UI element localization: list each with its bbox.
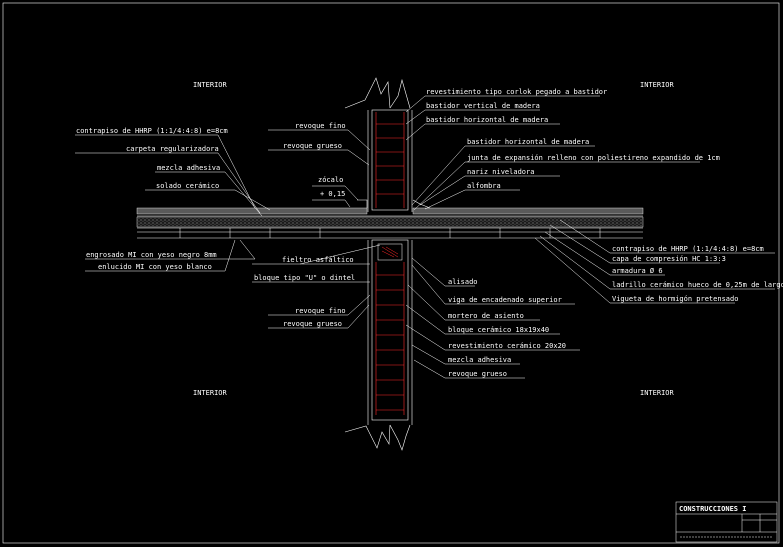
floor-slab (136, 199, 644, 239)
label-bastidor-horizontal-2: bastidor horizontal de madera (467, 138, 589, 146)
label-revestimiento-ceramico: revestimiento cerámico 20x20 (448, 342, 566, 350)
label-ladrillo: ladrillo cerámico hueco de 0,25m de larg… (612, 281, 783, 289)
room-label-bottom-right: INTERIOR (640, 389, 675, 397)
room-label-top-right: INTERIOR (640, 81, 675, 89)
label-revoque-fino-bot: revoque fino (295, 307, 346, 315)
lower-wall (344, 239, 413, 451)
label-bastidor-vertical: bastidor vertical de madera (426, 102, 540, 110)
label-bastidor-horizontal-1: bastidor horizontal de madera (426, 116, 548, 124)
upper-wall (344, 77, 413, 212)
label-fieltro: fieltro asfáltico (282, 256, 354, 264)
label-vigueta: Vigueta de hormigón pretensado (612, 295, 738, 303)
label-revoque-fino-top: revoque fino (295, 122, 346, 130)
room-label-bottom-left: INTERIOR (193, 389, 228, 397)
label-bloque-u: bloque tipo "U" o dintel (254, 274, 355, 282)
label-mezcla-bot: mezcla adhesiva (448, 356, 511, 364)
label-revestimiento-corlok: revestimiento tipo corlok pegado a basti… (426, 88, 607, 96)
label-alfombra: alfombra (467, 182, 501, 190)
label-alisado: alisado (448, 278, 478, 286)
label-mortero: mortero de asiento (448, 312, 524, 320)
title-block-course: CONSTRUCCIONES I (679, 505, 746, 513)
leader-lines (75, 95, 775, 379)
label-junta: junta de expansión relleno con poliestir… (467, 154, 720, 162)
label-viga: viga de encadenado superior (448, 296, 562, 304)
label-nariz: nariz niveladora (467, 168, 534, 176)
label-enlucido: enlucido MI con yeso blanco (98, 263, 212, 271)
label-armadura: armadura Ø 6 (612, 267, 663, 275)
label-contrapiso-right: contrapiso de HHRP (1:1/4:4:8) e=8cm (612, 245, 764, 253)
label-engrosado: engrosado MI con yeso negro 8mm (86, 251, 217, 259)
label-mezcla-left: mezcla adhesiva (157, 164, 220, 172)
label-revoque-grueso-bot2: revoque grueso (448, 370, 507, 378)
label-bloque-ceramico: bloque cerámico 18x19x40 (448, 326, 549, 334)
label-capa: capa de compresión HC 1:3:3 (612, 255, 726, 263)
label-zocalo: zócalo (318, 176, 343, 184)
title-block (675, 501, 778, 543)
label-revoque-grueso-bot: revoque grueso (283, 320, 342, 328)
room-label-top-left: INTERIOR (193, 81, 228, 89)
label-revoque-grueso-top: revoque grueso (283, 142, 342, 150)
label-contrapiso-left: contrapiso de HHRP (1:1/4:4:8) e=8cm (76, 127, 228, 135)
label-carpeta: carpeta regularizadora (126, 145, 219, 153)
label-nivel: + 0,15 (320, 190, 345, 198)
label-solado: solado cerámico (156, 182, 219, 190)
